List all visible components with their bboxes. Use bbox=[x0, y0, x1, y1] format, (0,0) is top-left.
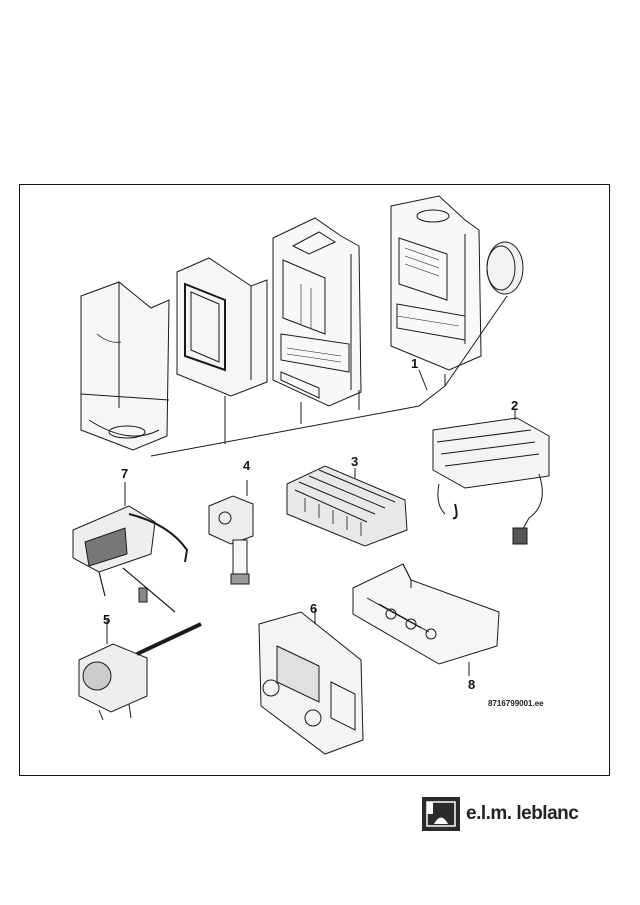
hydraulic-frame-part bbox=[352, 563, 500, 676]
callout-3: 3 bbox=[351, 454, 359, 469]
brand-logo: e.l.m. leblanc bbox=[422, 797, 579, 831]
chassis-right-part bbox=[390, 195, 482, 371]
control-panel-part bbox=[258, 608, 364, 755]
brand-name: e.l.m. leblanc bbox=[466, 803, 579, 824]
gas-valve-part bbox=[208, 480, 254, 585]
callout-7: 7 bbox=[121, 466, 129, 481]
burner-part bbox=[432, 410, 550, 545]
callout-5: 5 bbox=[103, 612, 111, 627]
callout-8: 8 bbox=[468, 677, 476, 692]
motor-valve-part bbox=[78, 620, 202, 721]
callout-6: 6 bbox=[310, 601, 318, 616]
pump-assembly-part bbox=[72, 482, 189, 613]
callout-1: 1 bbox=[411, 356, 419, 371]
inner-casing-part bbox=[176, 257, 268, 397]
callout-2: 2 bbox=[511, 398, 519, 413]
callout-4: 4 bbox=[243, 458, 251, 473]
diagram-frame bbox=[19, 184, 610, 776]
figure-reference-code: 8716799001.ee bbox=[488, 699, 544, 708]
heat-exchanger-part bbox=[286, 465, 408, 547]
casing-front-part bbox=[80, 281, 170, 451]
exploded-parts-diagram bbox=[72, 195, 550, 755]
cover-disc-part bbox=[486, 241, 524, 295]
brand-mark-icon bbox=[422, 797, 460, 831]
chassis-left-part bbox=[272, 217, 362, 407]
